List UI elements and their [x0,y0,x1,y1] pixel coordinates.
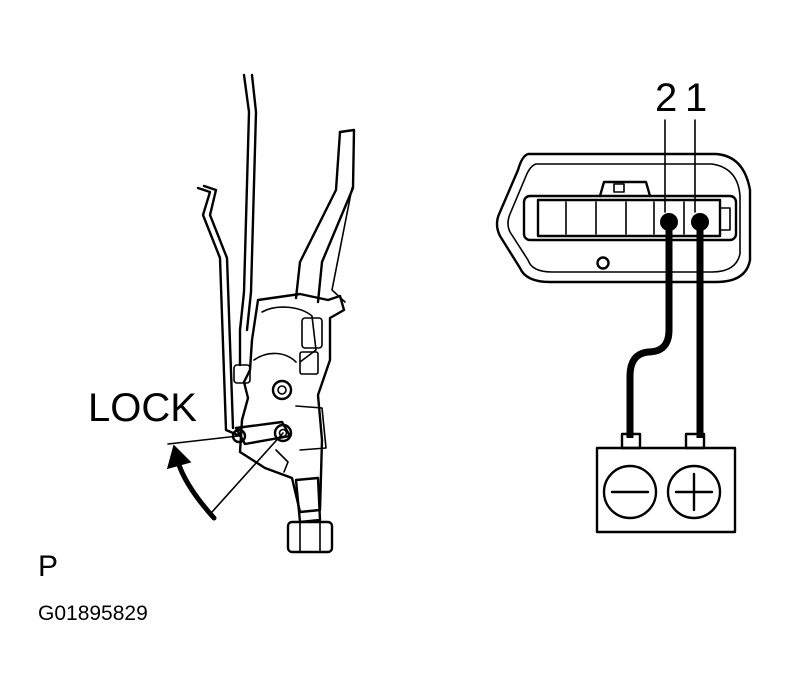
door-lock-assembly [166,73,356,554]
lock-label: LOCK [88,386,197,430]
lock-motor-connector [495,152,752,284]
battery-positive-terminal [666,464,722,520]
battery-negative-terminal [602,464,658,520]
pin-2-label: 2 [655,76,678,120]
battery [595,432,737,534]
figure-code: G01895829 [38,602,148,625]
view-letter: P [38,550,59,583]
test-leads [626,119,709,438]
pin-1-label: 1 [685,76,708,120]
